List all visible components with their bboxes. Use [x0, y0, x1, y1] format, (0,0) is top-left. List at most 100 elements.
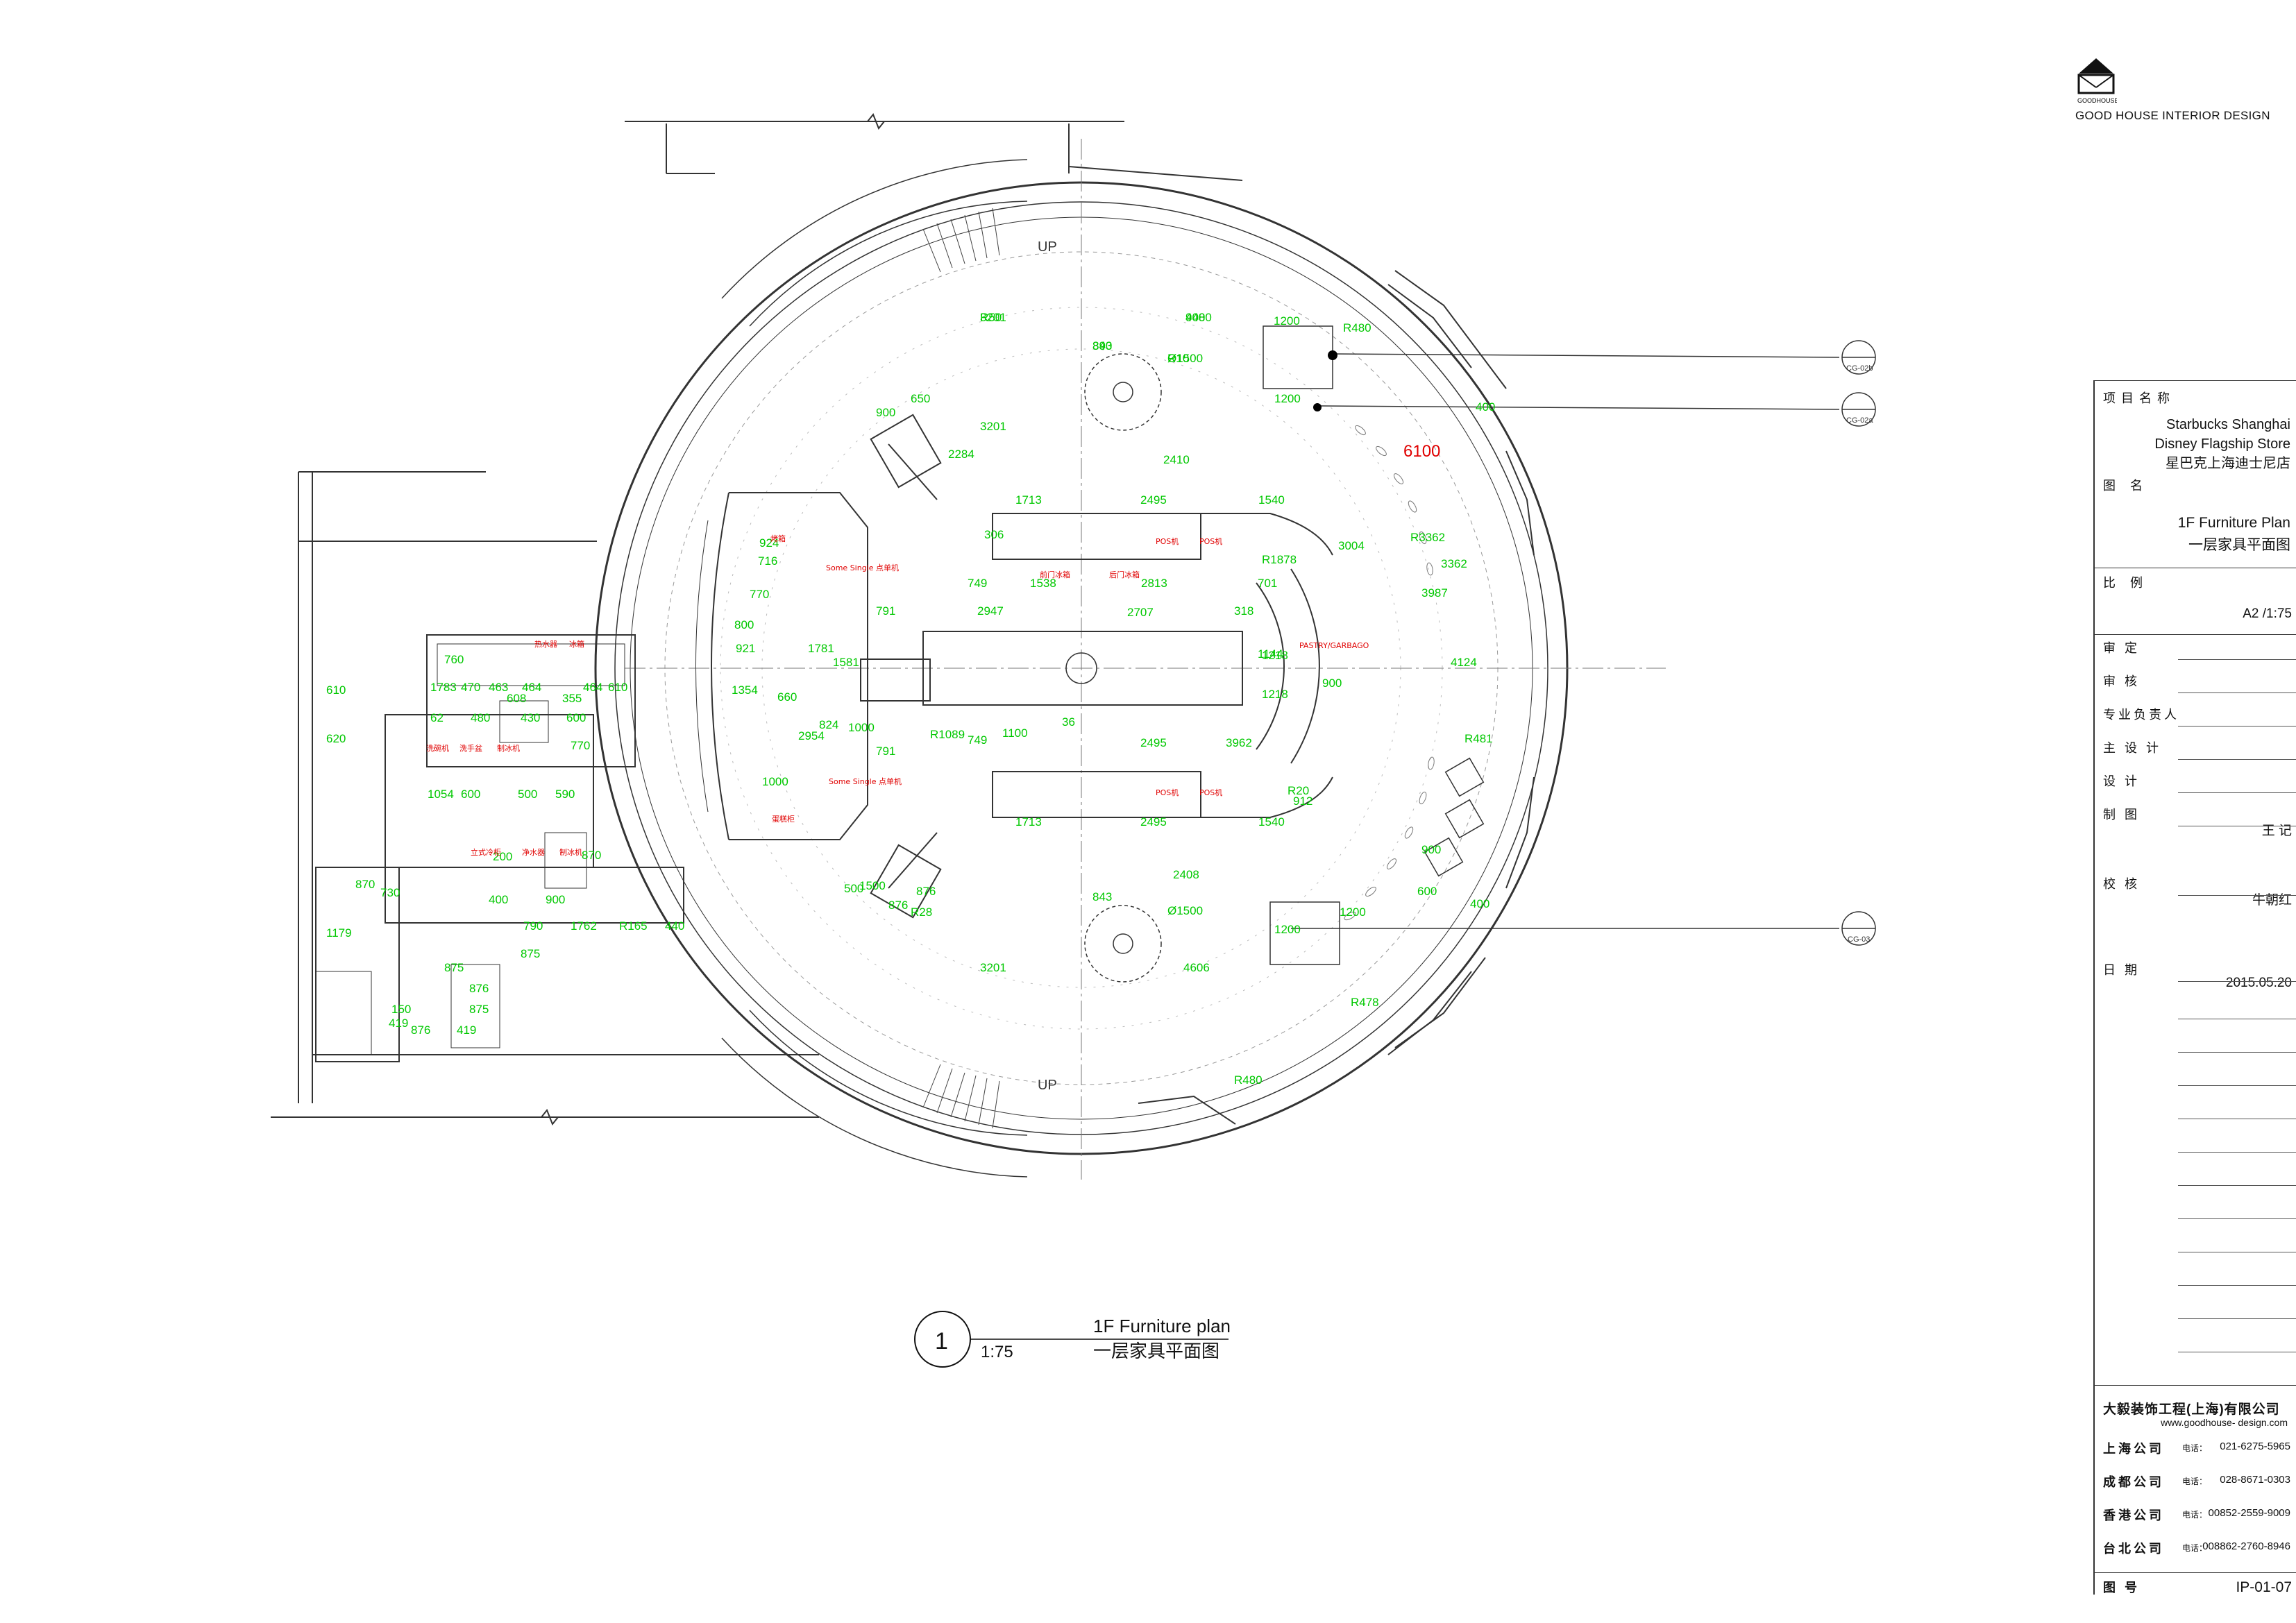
dimension-label: 500: [844, 882, 863, 895]
dimension-label: 3004: [1338, 539, 1365, 552]
dimension-label: 1100: [1002, 726, 1028, 740]
dimension-label: 464: [522, 681, 541, 694]
dimension-label: 1540: [1258, 493, 1285, 507]
room-label: Some Single 点单机: [826, 563, 899, 572]
dimension-label: 730: [380, 886, 400, 899]
dimension-label: 36: [1062, 715, 1075, 729]
room-label: 洗碗机: [426, 743, 449, 753]
dimension-label: 500: [518, 788, 537, 801]
dimension-label: 419: [457, 1023, 476, 1037]
stair-up-label-bottom: UP: [1038, 1078, 1057, 1093]
room-label: PASTRY/GARBAGO: [1299, 641, 1369, 650]
dimension-label: Ø1500: [1167, 352, 1203, 365]
dimension-label: R50: [980, 311, 1002, 324]
dimension-label: 610: [326, 683, 346, 697]
room-label: 热水器: [534, 640, 557, 649]
dimension-label: 843: [1092, 890, 1112, 903]
svg-text:GOODHOUSE: GOODHOUSE: [2077, 97, 2117, 104]
title-block-row-label: 设 计: [2103, 774, 2141, 788]
dimension-label: 318: [1234, 604, 1253, 618]
room-label: 制冰机: [497, 743, 520, 753]
stair-up-label-top: UP: [1038, 239, 1057, 255]
callout-cg-02b: CG-02b: [1846, 364, 1873, 373]
office-phone: 021-6275-5965: [2220, 1441, 2290, 1452]
dimension-label: 1581: [833, 656, 859, 669]
room-label: POS机: [1199, 788, 1222, 797]
dimension-label: 400: [1476, 400, 1495, 414]
dimension-label: 390: [1092, 339, 1112, 352]
room-label: 冰箱: [569, 639, 584, 649]
dimension-label: 1179: [326, 926, 352, 940]
room-label: 后门冰箱: [1109, 570, 1140, 579]
dimension-label: R480: [1343, 321, 1371, 334]
room-label: 立式冷柜: [471, 847, 501, 857]
dimension-label: 600: [566, 711, 586, 724]
title-block-row-label: 日 期: [2103, 963, 2141, 977]
dimension-label: 590: [555, 788, 575, 801]
dimension-label: 4124: [1451, 656, 1477, 669]
callout-cg-02a: CG-02a: [1846, 416, 1873, 425]
dimension-label: 400: [1470, 897, 1489, 910]
dimension-label: R1089: [930, 728, 965, 741]
dimension-label: 1200: [1274, 923, 1301, 936]
dimension-label: 876: [888, 899, 908, 912]
dimension-label: 875: [444, 961, 464, 974]
title-block-row-label: 校 核: [2103, 877, 2141, 891]
dimension-label: 875: [521, 947, 540, 960]
dimension-label: 470: [461, 681, 480, 694]
title-block-row-value: 2015.05.20: [2225, 976, 2292, 990]
dimension-label: 2495: [1140, 736, 1167, 749]
dimension-label: 1000: [762, 775, 788, 788]
office-name: 成都公司: [2103, 1475, 2164, 1489]
room-label: POS机: [1156, 536, 1179, 546]
dimension-label: 900: [1421, 843, 1441, 856]
dimension-label: R10: [1167, 352, 1189, 365]
dimension-label: 430: [521, 711, 540, 724]
dimension-label: 749: [968, 733, 987, 747]
project-label: 项目名称: [2103, 391, 2175, 405]
dimension-label: 770: [750, 588, 769, 601]
title-block: 项目名称 Starbucks Shanghai Disney Flagship …: [2093, 380, 2296, 1595]
dimension-label: 791: [876, 604, 895, 618]
dimension-label: 2408: [1173, 868, 1199, 881]
dimension-label: 1500: [859, 879, 886, 892]
office-tel-label: 电话：: [2182, 1510, 2208, 1520]
company-name: 大毅装饰工程(上海)有限公司: [2103, 1402, 2280, 1417]
dimension-label: 1783: [430, 681, 457, 694]
dimension-label: 355: [562, 692, 582, 705]
dimension-label: 1713: [1015, 493, 1042, 507]
office-name: 香港公司: [2103, 1509, 2164, 1522]
dimension-label: 791: [876, 745, 895, 758]
office-phone: 028-8671-0303: [2220, 1474, 2290, 1486]
dimension-label: 2954: [798, 729, 825, 742]
dimension-label: 701: [1258, 577, 1277, 590]
dimension-label: 200: [493, 850, 512, 863]
office-phone: 00852-2559-9009: [2208, 1507, 2290, 1519]
dimension-label: 1000: [848, 721, 875, 734]
dimension-label: R1878: [1262, 553, 1297, 566]
title-block-row-label: 专业负责人: [2103, 708, 2179, 722]
dimension-label: R20: [1288, 784, 1309, 797]
title-block-row-label: 主 设 计: [2103, 741, 2162, 755]
room-label: Some Single 点单机: [829, 776, 902, 786]
company-website: www.goodhouse- design.com: [2161, 1417, 2288, 1428]
dimension-label: 480: [471, 711, 490, 724]
dimension-label: 2284: [948, 448, 974, 461]
room-label: 蛋糕柜: [772, 814, 795, 824]
dimension-label: 419: [389, 1017, 408, 1030]
title-scale: 1:75: [981, 1343, 1013, 1361]
dimension-label: 3362: [1441, 557, 1467, 570]
dimension-label: 870: [355, 878, 375, 891]
dimension-label: 2410: [1163, 453, 1190, 466]
title-number: 1: [935, 1328, 948, 1354]
drawing-label: 图 名: [2103, 479, 2149, 493]
dimension-label: R28: [911, 906, 932, 919]
dimension-label: 1762: [571, 919, 597, 933]
dimension-label: 150: [391, 1003, 411, 1016]
dimension-label: 2495: [1140, 815, 1167, 829]
office-tel-label: 电话：: [2182, 1477, 2208, 1486]
dimension-label: 1781: [808, 642, 834, 655]
dimension-label: R481: [1464, 732, 1493, 745]
title-block-row-label: 制 图: [2103, 808, 2141, 822]
dimension-label: 4606: [1183, 961, 1210, 974]
